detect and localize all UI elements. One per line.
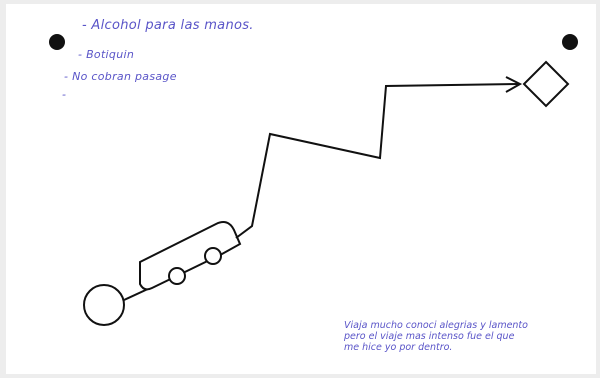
note-botiquin: - Botiquin — [78, 48, 135, 61]
destination-diamond — [522, 60, 570, 108]
note-dash: - — [62, 88, 67, 101]
reflection-text: Viaja mucho conoci alegrias y lamento pe… — [344, 320, 594, 353]
end-dot — [562, 34, 578, 50]
arrow-head — [505, 76, 523, 93]
note-no-cobran: - No cobran pasage — [64, 70, 177, 83]
bus-wheel-rear — [168, 267, 186, 285]
note-alcohol: - Alcohol para las manos. — [82, 18, 254, 33]
reflection-line-1: Viaja mucho conoci alegrias y lamento — [344, 320, 528, 331]
bus-wheel-front — [204, 247, 222, 265]
reflection-line-2: pero el viaje mas intenso fue el que — [344, 331, 515, 342]
journey-path — [235, 83, 519, 239]
start-circle — [83, 284, 125, 326]
paper-sheet — [6, 4, 596, 374]
bus-icon — [139, 221, 242, 291]
start-dot — [49, 34, 65, 50]
reflection-line-3: me hice yo por dentro. — [344, 342, 453, 353]
